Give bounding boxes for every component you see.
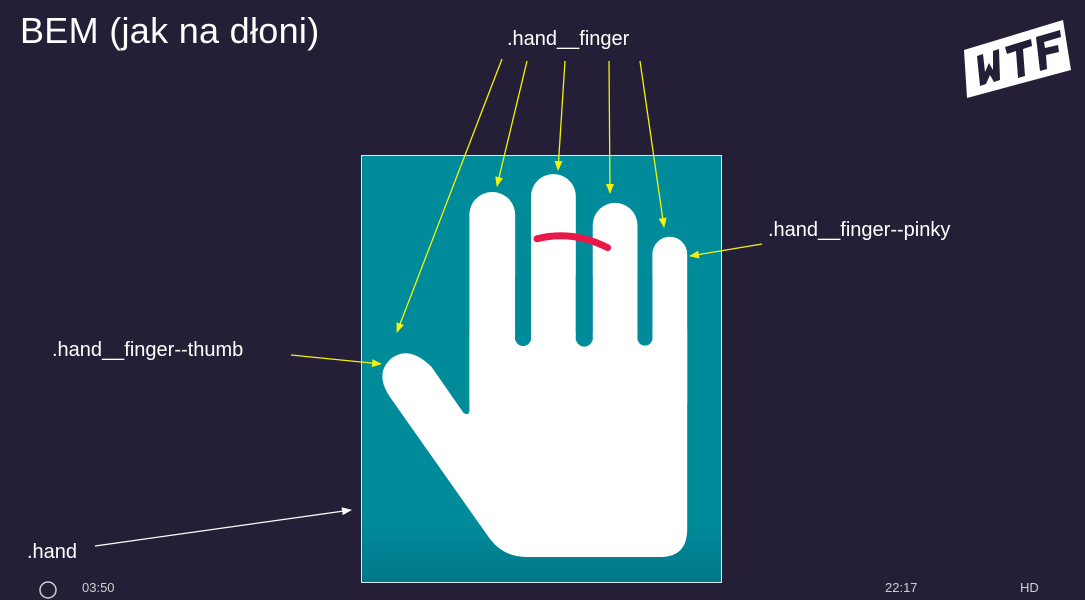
label-hand-finger-thumb: .hand__finger--thumb: [52, 339, 244, 361]
ring-mark: [533, 232, 612, 252]
replay-10-icon[interactable]: [38, 580, 58, 600]
current-time: 03:50: [82, 580, 115, 595]
label-hand-finger-pinky: .hand__finger--pinky: [768, 219, 951, 241]
hand-icon: [382, 174, 688, 557]
arrow-finger-to-middle: [554, 60, 566, 171]
finger-gap-2: [575, 275, 593, 341]
palm-and-thumb: [382, 330, 688, 557]
slide-title: BEM (jak na dłoni): [20, 10, 320, 51]
finger-gap-1: [515, 275, 532, 341]
label-hand: .hand: [27, 541, 78, 563]
wtf-logo-icon: [964, 20, 1071, 98]
duration: 22:17: [885, 580, 918, 595]
label-hand-finger: .hand__finger: [507, 28, 630, 50]
quality-button[interactable]: HD: [1020, 580, 1039, 595]
player-controls: [0, 578, 1085, 590]
hand-illustration-panel: [361, 155, 722, 583]
arrow-hand: [94, 507, 352, 547]
finger-gap-3: [637, 275, 653, 341]
